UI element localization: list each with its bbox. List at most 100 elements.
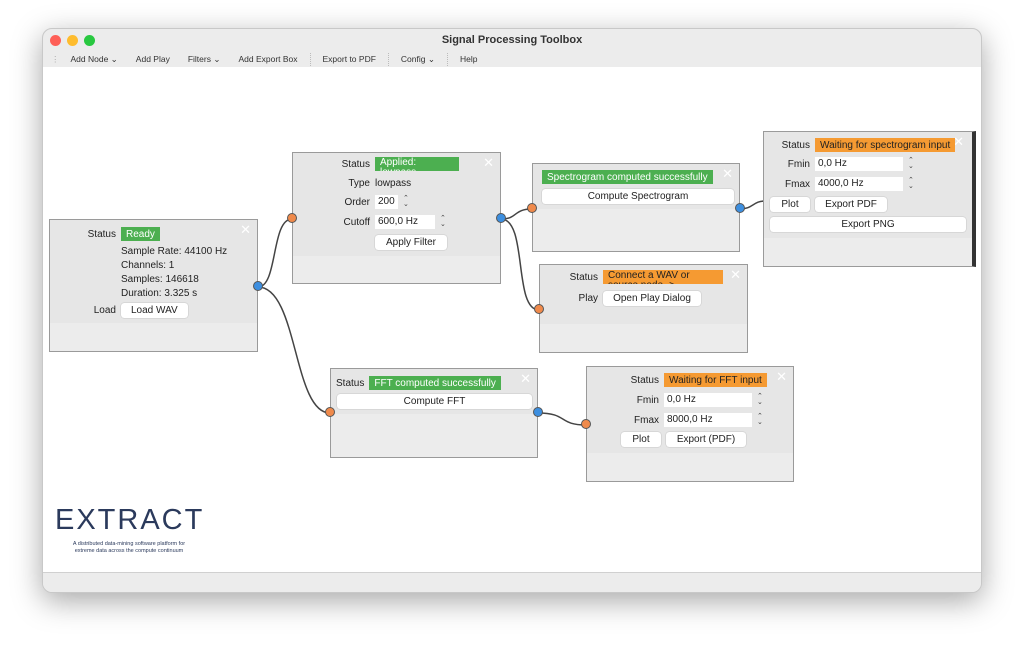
fft-output-port[interactable] xyxy=(533,407,543,417)
toolbar-separator xyxy=(309,52,311,66)
wav-source-node[interactable]: ✕ Status Ready Sample Rate: 44100 Hz Chan… xyxy=(49,219,258,352)
close-icon[interactable]: ✕ xyxy=(240,222,251,237)
close-icon[interactable]: ✕ xyxy=(520,371,531,386)
wire-source-fft xyxy=(257,286,331,414)
add-node-menu[interactable]: Add Node ⌄ xyxy=(70,53,118,64)
open-play-dialog-button[interactable]: Open Play Dialog xyxy=(603,291,701,306)
spectrogram-output-port[interactable] xyxy=(735,203,745,213)
order-input[interactable]: 200 xyxy=(375,195,398,209)
help-menu[interactable]: Help xyxy=(459,54,478,64)
status-badge: Applied: lowpass fc=600.0 Hz xyxy=(375,157,459,171)
fmin-stepper[interactable]: ⌃⌄ xyxy=(757,393,763,406)
fft-plot-node[interactable]: ✕ Status Waiting for FFT input Fmin 0,0 Hz… xyxy=(586,366,794,482)
toolbar-separator xyxy=(446,52,448,66)
close-icon[interactable]: ✕ xyxy=(776,369,787,384)
fft-input-port[interactable] xyxy=(325,407,335,417)
close-icon[interactable]: ✕ xyxy=(953,134,964,149)
minimize-window-button[interactable] xyxy=(67,35,78,46)
wire-filter-play xyxy=(500,218,540,311)
duration: Duration: 3.325 s xyxy=(121,288,198,299)
status-badge: Connect a WAV or source node -> xyxy=(603,270,723,284)
logo-tagline: A distributed data-mining software platf… xyxy=(72,541,186,547)
close-icon[interactable]: ✕ xyxy=(483,155,494,170)
filter-input-port[interactable] xyxy=(287,213,297,223)
fft-plot-input-port[interactable] xyxy=(581,419,591,429)
status-label: Status xyxy=(341,158,370,170)
fft-node[interactable]: ✕ Status FFT computed successfully Comput… xyxy=(330,368,538,458)
logo-tagline: extreme data across the compute continuu… xyxy=(74,548,184,554)
type-label: Type xyxy=(348,178,370,189)
apply-filter-button[interactable]: Apply Filter xyxy=(375,235,447,250)
fmax-label: Fmax xyxy=(634,414,659,426)
toolbar-separator xyxy=(387,52,389,66)
fmin-label: Fmin xyxy=(787,158,810,170)
add-export-box-button[interactable]: Add Export Box xyxy=(238,54,298,64)
export-pdf-button[interactable]: Export PDF xyxy=(815,197,887,212)
status-badge: Spectrogram computed successfully xyxy=(542,170,713,184)
status-label: Status xyxy=(569,271,598,283)
export-to-pdf-button[interactable]: Export to PDF xyxy=(322,54,376,64)
add-play-button[interactable]: Add Play xyxy=(135,54,170,64)
fmin-input[interactable]: 0,0 Hz xyxy=(815,157,903,171)
plot-button[interactable]: Plot xyxy=(770,197,810,212)
wire-source-filter xyxy=(257,218,293,288)
cutoff-label: Cutoff xyxy=(343,216,371,228)
status-label: Status xyxy=(336,377,365,389)
config-menu[interactable]: Config ⌄ xyxy=(400,53,435,64)
status-bar xyxy=(43,572,981,592)
app-window: Signal Processing Toolbox ⋮ Add Node ⌄ A… xyxy=(42,28,982,593)
fmax-stepper[interactable]: ⌃⌄ xyxy=(908,177,914,190)
status-label: Status xyxy=(781,139,810,151)
filter-type: lowpass xyxy=(375,178,412,189)
fmax-input[interactable]: 8000,0 Hz xyxy=(664,413,752,427)
plot-button[interactable]: Plot xyxy=(621,432,661,447)
spectrogram-plot-node[interactable]: ✕ Status Waiting for spectrogram input Fm… xyxy=(763,131,976,267)
extract-logo: EXTRACT A distributed data-mining softwa… xyxy=(55,505,205,555)
fmax-input[interactable]: 4000,0 Hz xyxy=(815,177,903,191)
status-label: Status xyxy=(630,374,659,386)
compute-spectrogram-button[interactable]: Compute Spectrogram xyxy=(542,189,734,204)
logo-wordmark: EXTRACT xyxy=(55,504,205,536)
cutoff-stepper[interactable]: ⌃⌄ xyxy=(440,215,446,228)
fmax-stepper[interactable]: ⌃⌄ xyxy=(757,413,763,426)
export-png-button[interactable]: Export PNG xyxy=(770,217,966,232)
title-bar: Signal Processing Toolbox xyxy=(43,29,981,51)
status-badge: Waiting for spectrogram input xyxy=(815,138,956,152)
export-pdf-button[interactable]: Export (PDF) xyxy=(666,432,746,447)
toolbar: ⋮ Add Node ⌄ Add Play Filters ⌄ Add Expo… xyxy=(43,51,981,68)
order-stepper[interactable]: ⌃⌄ xyxy=(403,195,409,208)
load-wav-button[interactable]: Load WAV xyxy=(121,303,188,318)
filter-output-port[interactable] xyxy=(496,213,506,223)
status-badge: Ready xyxy=(121,227,160,241)
wire-fft-fftplot xyxy=(537,412,587,426)
sample-rate: Sample Rate: 44100 Hz xyxy=(121,246,228,257)
fmin-stepper[interactable]: ⌃⌄ xyxy=(908,157,914,170)
fmin-input[interactable]: 0,0 Hz xyxy=(664,393,752,407)
filter-node[interactable]: ✕ Status Applied: lowpass fc=600.0 Hz Typ… xyxy=(292,152,501,284)
compute-fft-button[interactable]: Compute FFT xyxy=(337,394,532,409)
play-label: Play xyxy=(578,293,598,304)
status-badge: FFT computed successfully xyxy=(369,376,501,390)
spectrogram-node[interactable]: ✕ Spectrogram computed successfully Comp… xyxy=(532,163,740,252)
samples: Samples: 146618 xyxy=(121,274,199,285)
fmin-label: Fmin xyxy=(636,394,659,406)
toolbar-grip[interactable]: ⋮ xyxy=(51,53,60,64)
source-output-port[interactable] xyxy=(253,281,263,291)
play-input-port[interactable] xyxy=(534,304,544,314)
zoom-window-button[interactable] xyxy=(84,35,95,46)
status-badge: Waiting for FFT input xyxy=(664,373,767,387)
fmax-label: Fmax xyxy=(785,178,810,190)
channels: Channels: 1 xyxy=(121,260,175,271)
status-label: Status xyxy=(87,228,116,240)
spectrogram-input-port[interactable] xyxy=(527,203,537,213)
cutoff-input[interactable]: 600,0 Hz xyxy=(375,215,435,229)
filters-menu[interactable]: Filters ⌄ xyxy=(187,53,221,64)
close-window-button[interactable] xyxy=(50,35,61,46)
window-title: Signal Processing Toolbox xyxy=(441,34,583,46)
load-label: Load xyxy=(93,305,116,316)
close-icon[interactable]: ✕ xyxy=(730,267,741,282)
order-label: Order xyxy=(344,196,370,208)
close-icon[interactable]: ✕ xyxy=(722,166,733,181)
